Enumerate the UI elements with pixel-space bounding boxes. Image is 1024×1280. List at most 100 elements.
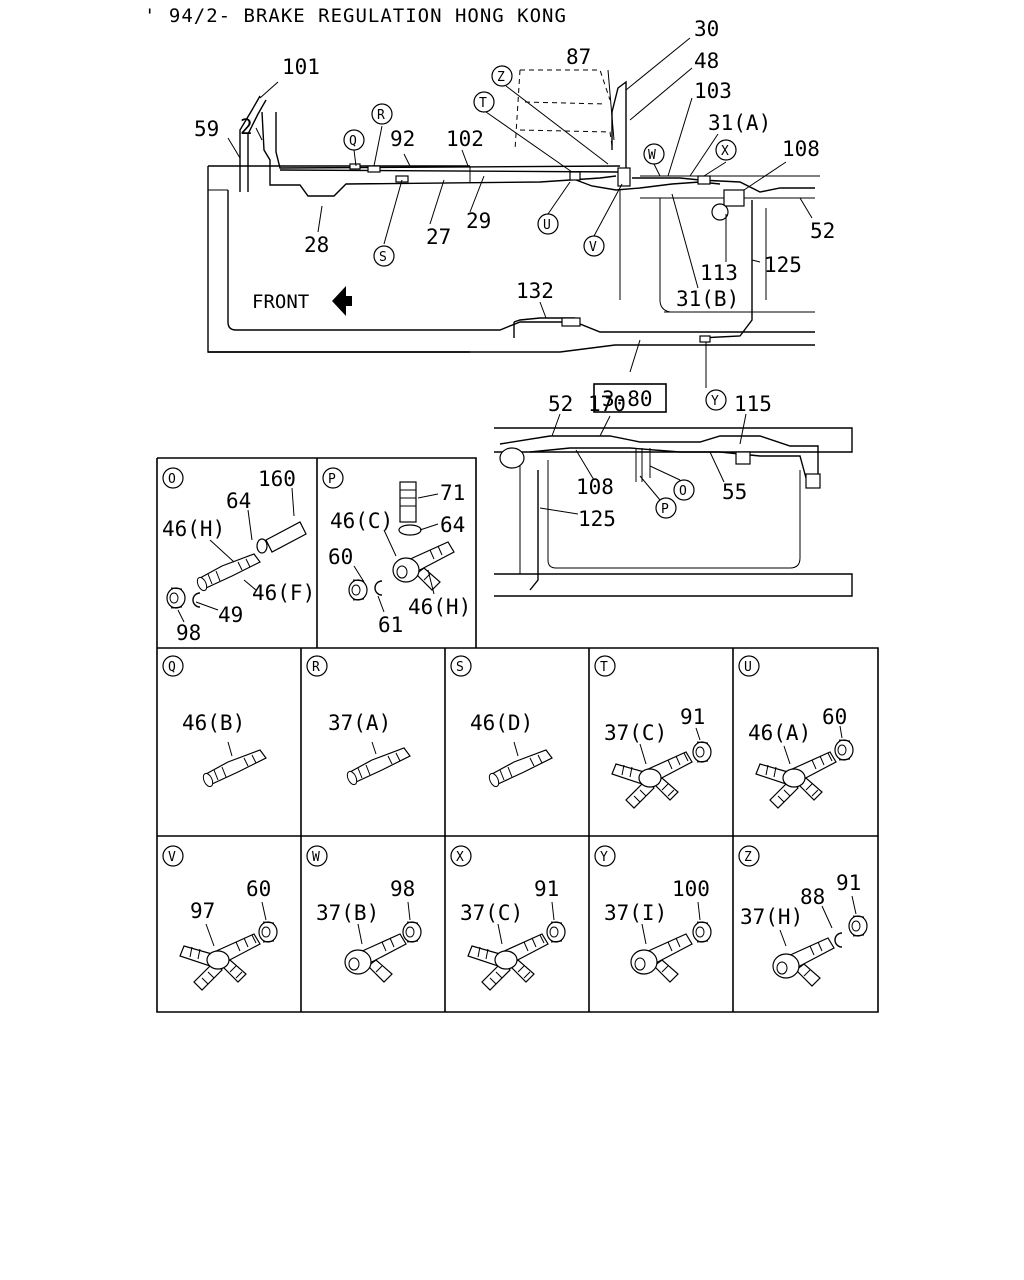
- detail-z-label-88: 88: [800, 885, 825, 909]
- rear-callout-170: 170: [588, 392, 626, 416]
- detail-x-label-91: 91: [534, 877, 559, 901]
- detail-o-label-49: 49: [218, 603, 243, 627]
- svg-text:R: R: [312, 660, 320, 675]
- detail-u: U 60 46(A): [738, 655, 854, 809]
- svg-text:Q: Q: [168, 660, 176, 675]
- rear-callout-108: 108: [576, 475, 614, 499]
- detail-o: O 160 64 46(H) 46(F) 49 98: [162, 467, 315, 645]
- callout-59: 59: [194, 117, 219, 141]
- svg-text:Y: Y: [600, 850, 608, 865]
- svg-text:W: W: [648, 148, 656, 163]
- detail-q: Q 46(B): [162, 655, 267, 789]
- svg-text:T: T: [479, 96, 487, 111]
- callout-31a: 31(A): [708, 111, 771, 135]
- detail-o-label-46f: 46(F): [252, 581, 315, 605]
- detail-q-label-46b: 46(B): [182, 711, 245, 735]
- front-arrow-icon: [332, 286, 352, 316]
- circle-w: W: [643, 143, 665, 165]
- detail-t-label-37c: 37(C): [604, 721, 667, 745]
- callout-102: 102: [446, 127, 484, 151]
- detail-w: W 98 37(B): [306, 845, 422, 983]
- svg-text:O: O: [168, 472, 176, 487]
- detail-z-label-37h: 37(H): [740, 905, 803, 929]
- callout-125: 125: [764, 253, 802, 277]
- circle-z: Z: [491, 65, 513, 87]
- svg-text:Y: Y: [711, 394, 719, 409]
- callout-87: 87: [566, 45, 591, 69]
- detail-p: P 71 46(C) 64 60 61 46(H): [322, 467, 471, 637]
- circle-r: R: [371, 103, 393, 125]
- detail-p-label-71: 71: [440, 481, 465, 505]
- detail-o-label-46h: 46(H): [162, 517, 225, 541]
- circle-u: U: [537, 213, 559, 235]
- front-label: FRONT: [252, 291, 309, 313]
- detail-p-label-61: 61: [378, 613, 403, 637]
- callout-27: 27: [426, 225, 451, 249]
- svg-text:U: U: [744, 660, 752, 675]
- svg-text:V: V: [589, 240, 597, 255]
- detail-v: V 60 97: [162, 845, 278, 991]
- svg-text:S: S: [379, 250, 387, 265]
- svg-text:O: O: [679, 484, 687, 499]
- detail-w-label-98: 98: [390, 877, 415, 901]
- detail-o-label-160: 160: [258, 467, 296, 491]
- detail-w-label-37b: 37(B): [316, 901, 379, 925]
- callout-2: 2: [240, 115, 253, 139]
- svg-text:Z: Z: [497, 70, 505, 85]
- svg-text:X: X: [721, 144, 729, 159]
- detail-p-label-46h: 46(H): [408, 595, 471, 619]
- circle-y: Y: [705, 389, 727, 411]
- detail-r: R 37(A): [306, 655, 411, 787]
- callout-108: 108: [782, 137, 820, 161]
- detail-s: S 46(D): [450, 655, 553, 789]
- callout-29: 29: [466, 209, 491, 233]
- rear-callout-52: 52: [548, 392, 573, 416]
- callout-103: 103: [694, 79, 732, 103]
- detail-v-label-97: 97: [190, 899, 215, 923]
- detail-p-label-46c: 46(C): [330, 509, 393, 533]
- circle-t: T: [473, 91, 495, 113]
- reference-box: [593, 383, 667, 413]
- detail-y-label-37i: 37(I): [604, 901, 667, 925]
- callout-30: 30: [694, 17, 719, 41]
- diagram-title: ' 94/2- BRAKE REGULATION HONG KONG: [144, 5, 567, 27]
- svg-text:P: P: [328, 472, 336, 487]
- reference-box-label: 3-80: [602, 387, 653, 411]
- circle-s: S: [373, 245, 395, 267]
- detail-p-label-64: 64: [440, 513, 465, 537]
- rear-callout-115: 115: [734, 392, 772, 416]
- detail-grid: O 160 64 46(H) 46(F) 49 98 P 71 46(C): [156, 457, 879, 1013]
- callout-52: 52: [810, 219, 835, 243]
- circle-v: V: [583, 235, 605, 257]
- detail-o-label-98: 98: [176, 621, 201, 645]
- detail-o-label-64: 64: [226, 489, 251, 513]
- detail-v-label-60: 60: [246, 877, 271, 901]
- svg-text:Z: Z: [744, 850, 752, 865]
- detail-s-label-46d: 46(D): [470, 711, 533, 735]
- callout-31b: 31(B): [676, 287, 739, 311]
- callout-92: 92: [390, 127, 415, 151]
- rear-chassis-view: 52 170 115 108 55 125 O P: [494, 392, 853, 597]
- callout-28: 28: [304, 233, 329, 257]
- detail-u-label-46a: 46(A): [748, 721, 811, 745]
- callout-101: 101: [282, 55, 320, 79]
- svg-text:W: W: [312, 850, 320, 865]
- svg-text:P: P: [661, 502, 669, 517]
- svg-text:U: U: [543, 218, 551, 233]
- detail-u-label-60: 60: [822, 705, 847, 729]
- detail-x-label-37c: 37(C): [460, 901, 523, 925]
- detail-z: Z 91 88 37(H): [738, 845, 868, 987]
- callout-48: 48: [694, 49, 719, 73]
- svg-text:T: T: [600, 660, 608, 675]
- rear-circle-o: O: [673, 479, 695, 501]
- svg-text:Q: Q: [349, 134, 357, 149]
- svg-text:X: X: [456, 850, 464, 865]
- circle-x: X: [715, 139, 737, 161]
- callout-132: 132: [516, 279, 554, 303]
- svg-text:V: V: [168, 850, 176, 865]
- detail-z-label-91: 91: [836, 871, 861, 895]
- detail-r-label-37a: 37(A): [328, 711, 391, 735]
- detail-p-label-60: 60: [328, 545, 353, 569]
- circle-q: Q: [343, 129, 365, 151]
